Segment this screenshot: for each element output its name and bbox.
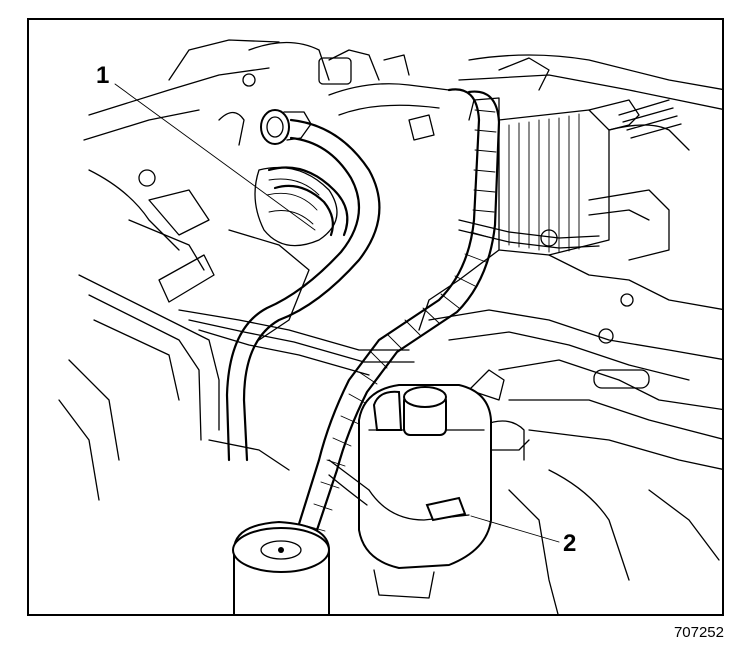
engine-background: [58, 39, 722, 614]
illustration-frame: [27, 18, 724, 616]
callout-label-2: 2: [563, 530, 577, 557]
figure-id: 707252: [673, 624, 724, 641]
corrugated-conduit: [267, 88, 501, 547]
cylinder-canister: [232, 520, 330, 614]
coolant-hose: [225, 109, 381, 462]
engine-compartment-illustration: [58, 39, 722, 614]
leader-line-1: [114, 83, 316, 231]
coolant-pump-reservoir: [328, 384, 530, 599]
leader-line-2: [470, 515, 560, 543]
callout-label-1: 1: [96, 62, 110, 89]
